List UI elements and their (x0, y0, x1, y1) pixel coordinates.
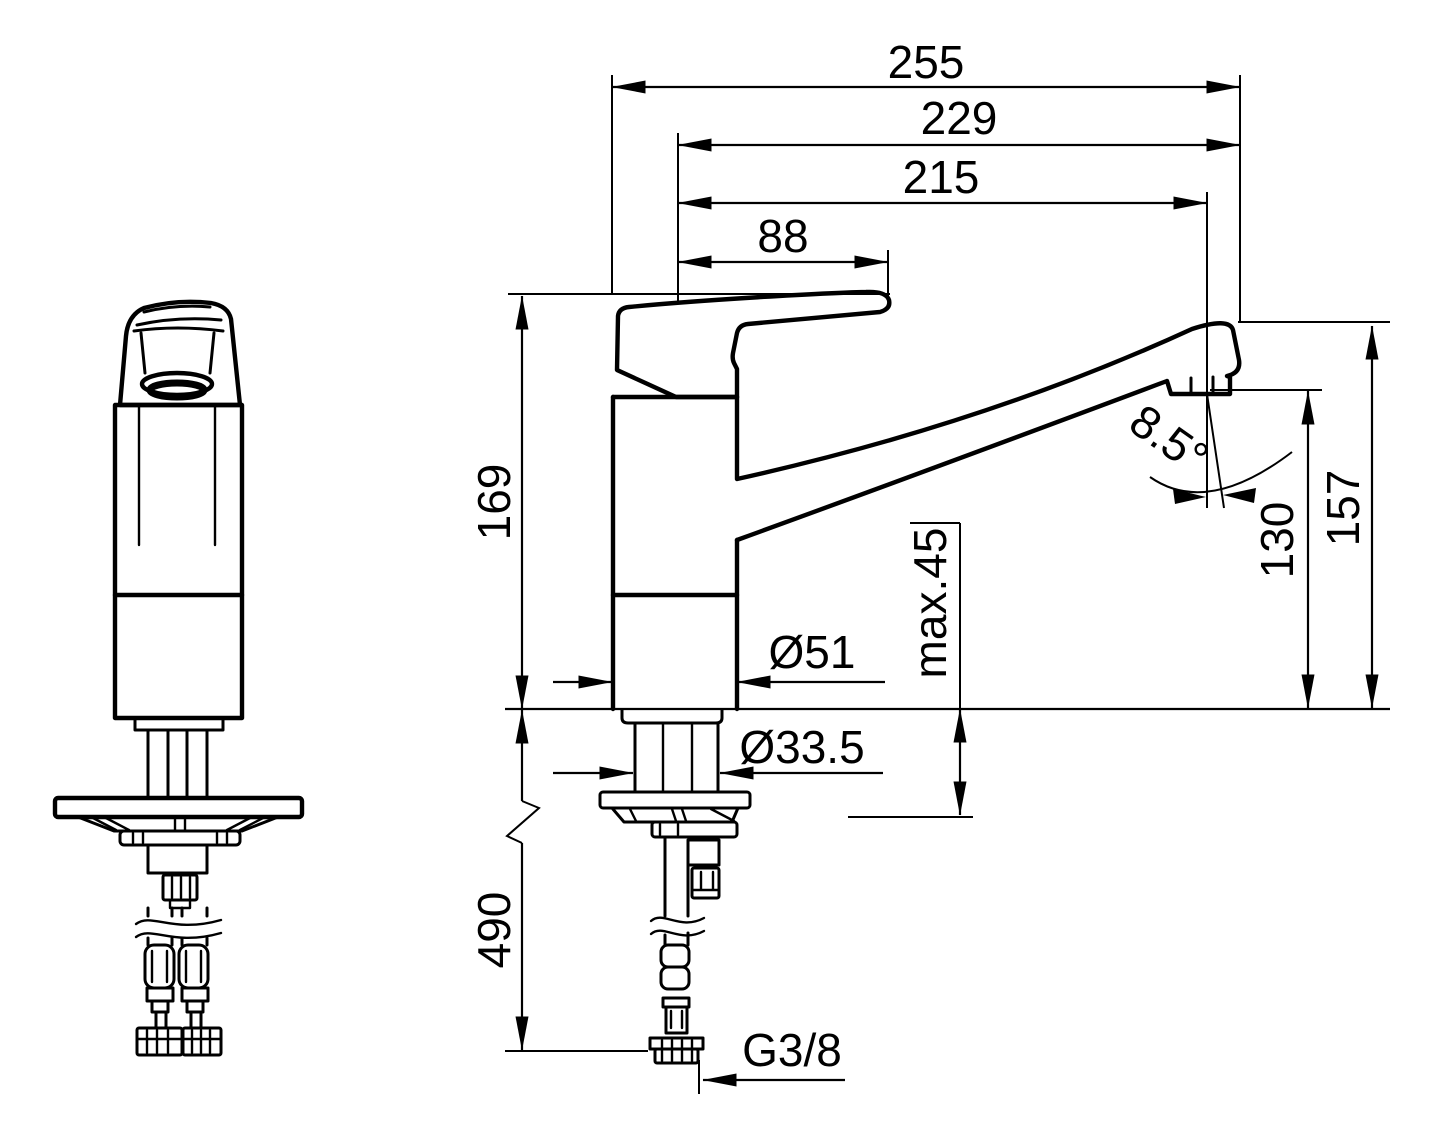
front-mounting-plate (52, 795, 305, 820)
side-block (686, 838, 721, 867)
angle-arc (1149, 451, 1293, 494)
dimension-tip-height: 157 (1317, 325, 1379, 709)
side-compression-nut (690, 866, 721, 900)
front-shank-nut-facets (170, 875, 192, 900)
side-bevel-detail (628, 807, 736, 823)
angle-arrow-left (1173, 489, 1206, 504)
dim-490-break (505, 800, 541, 844)
front-coupling-right-2 (185, 999, 205, 1014)
front-braid-lines (150, 949, 203, 984)
front-tubes (146, 728, 209, 800)
dimensions: 255 229 215 88 169 490 (468, 36, 1390, 1094)
side-end-nut-facets (660, 1038, 694, 1063)
side-end-nut-top (648, 1036, 705, 1051)
front-handle-accent2 (135, 317, 223, 327)
dimension-hose-length: 490 (468, 709, 541, 1051)
side-spout (734, 321, 1242, 543)
front-handle-accent (142, 304, 212, 314)
front-coupling-left-1 (145, 986, 175, 1003)
dim-label-490: 490 (468, 892, 520, 969)
dim-label-169: 169 (468, 464, 520, 541)
front-hoses-upper (146, 906, 209, 918)
front-coupling-left-2 (150, 999, 170, 1014)
side-coupling-detail (669, 1009, 684, 1030)
dimension-outlet-reach: 215 (677, 151, 1208, 210)
front-end-nut-right-facets (181, 1028, 223, 1055)
dimension-height: 169 (468, 295, 529, 710)
front-shank-block (146, 843, 209, 875)
front-braid-right (177, 943, 210, 990)
front-hoses-lower (146, 936, 209, 947)
side-aerator-dividers (1189, 375, 1215, 395)
dim-label-255: 255 (888, 36, 965, 88)
dim-label-215: 215 (903, 151, 980, 203)
front-braid-left (143, 943, 176, 990)
dim-label-d51: Ø51 (769, 626, 856, 678)
front-body (112, 402, 245, 721)
front-plate-bevel (76, 815, 280, 833)
front-coupling-right-1 (180, 986, 210, 1003)
front-end-nut-right (181, 1026, 223, 1057)
front-horseshoe-washer (118, 829, 242, 847)
dim-label-157: 157 (1317, 470, 1369, 547)
front-coupling-left-3 (154, 1010, 168, 1030)
side-braid-2 (659, 965, 691, 991)
front-aerator-ring (146, 379, 208, 401)
front-handle-seam (132, 326, 225, 333)
angle-arrow-right (1223, 488, 1256, 503)
side-shank (633, 721, 720, 794)
dim-label-max45: max.45 (904, 528, 956, 679)
side-horseshoe-washer (650, 820, 739, 839)
side-end-nut-body (653, 1047, 700, 1065)
dim-label-angle: 8.5° (1121, 394, 1218, 484)
dim-label-88: 88 (757, 210, 808, 262)
dimension-overall-length: 255 (611, 36, 1241, 94)
side-braid-1 (659, 943, 691, 969)
front-washer-hatch (131, 831, 229, 845)
front-spout-side-left (139, 331, 147, 375)
dimension-supply-thread: G3/8 (698, 1024, 845, 1094)
dimension-deck-thickness: max.45 (904, 528, 967, 816)
side-handle (614, 289, 892, 400)
front-end-nut-left-facets (135, 1028, 184, 1055)
ext-deck-jog (910, 522, 961, 709)
side-shank-inner (661, 721, 694, 794)
side-tube (663, 835, 690, 918)
dimension-handle-projection: 88 (677, 210, 889, 269)
dim-label-g38: G3/8 (742, 1024, 842, 1076)
front-spout-side-right (208, 331, 216, 375)
side-coupling (664, 1005, 689, 1035)
front-handle (117, 299, 243, 408)
front-view (52, 299, 305, 1057)
dimension-body-diameter: Ø51 (553, 626, 885, 689)
dim-label-229: 229 (921, 92, 998, 144)
dimension-shank-diameter: Ø33.5 (553, 721, 883, 780)
front-end-nut-left (135, 1026, 184, 1057)
dimension-outlet-height: 130 (1251, 390, 1315, 709)
dim-label-d335: Ø33.5 (739, 721, 864, 773)
front-plate-bevel-hatch (91, 816, 265, 832)
side-washer-detail (658, 822, 680, 837)
front-hose-break (134, 918, 223, 940)
side-tube-lower (663, 931, 690, 947)
front-shank-step (168, 898, 192, 910)
side-base-flange (620, 708, 724, 725)
side-escutcheon (598, 790, 752, 810)
dim-label-130: 130 (1251, 502, 1303, 579)
side-compression-nut-detail (690, 870, 721, 892)
front-coupling-right-3 (189, 1010, 203, 1030)
side-hose-break (649, 916, 706, 937)
dimension-tip-reach: 229 (677, 92, 1241, 152)
front-neck (133, 716, 225, 732)
